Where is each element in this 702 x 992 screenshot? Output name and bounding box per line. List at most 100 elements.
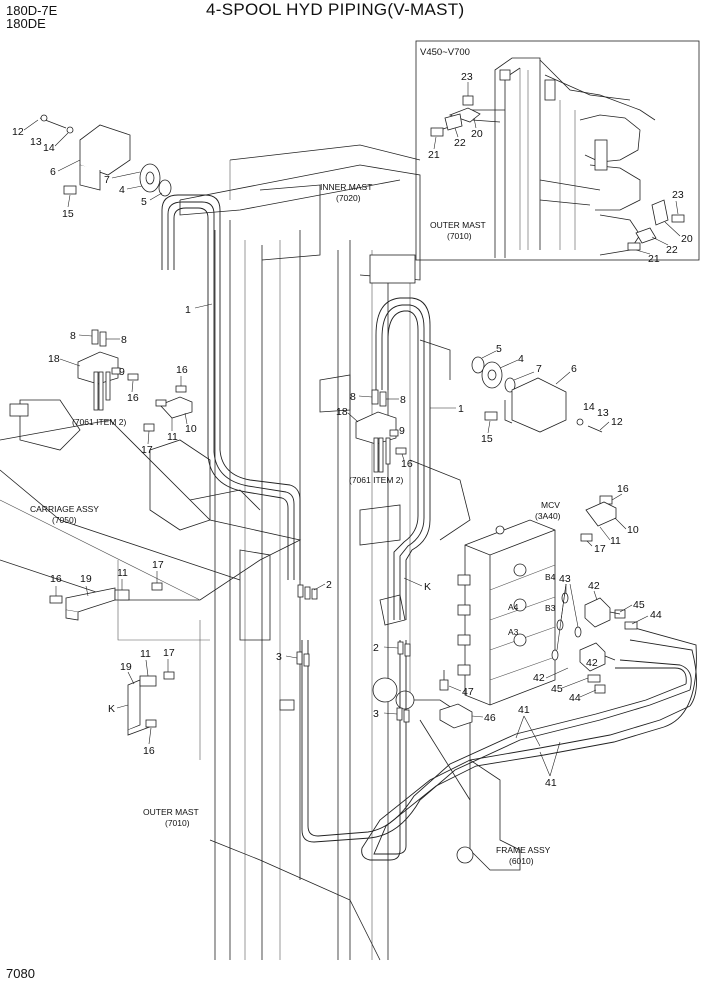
- part-number: 15: [481, 433, 493, 445]
- port-label-a3: A3: [508, 627, 519, 637]
- carriage-label: CARRIAGE ASSY: [30, 504, 99, 514]
- fitting-group-left: [77, 329, 193, 432]
- inset-mast-drawing: [439, 57, 656, 258]
- part-number: 2: [326, 579, 332, 591]
- part-number: 41: [545, 777, 557, 789]
- part-number: 42: [586, 657, 598, 669]
- part-number: 18: [336, 406, 348, 418]
- part-number: 45: [633, 599, 645, 611]
- mcv-fittings: [579, 597, 638, 694]
- fitting-3-left: [296, 651, 310, 667]
- part-number: 43: [559, 573, 571, 585]
- part-number: 41: [518, 704, 530, 716]
- part-number: 17: [594, 543, 606, 555]
- item-ref-right: (7061 ITEM 2): [349, 475, 403, 485]
- part-number: 4: [119, 184, 125, 196]
- carriage-code: (7050): [52, 515, 77, 525]
- part-number: 4: [518, 353, 524, 365]
- part-number: 17: [163, 647, 175, 659]
- part-number: 7: [104, 174, 110, 186]
- part-number: 11: [140, 648, 151, 660]
- part-number: 6: [571, 363, 577, 375]
- model-line-1: 180D-7E: [6, 3, 58, 18]
- part-number: 8: [121, 334, 127, 346]
- part-number: 13: [597, 407, 609, 419]
- part-number: 11: [167, 431, 178, 443]
- part-number: 15: [62, 208, 74, 220]
- inset-clamp-upper: [430, 95, 481, 137]
- part-number: 14: [43, 142, 55, 154]
- part-number: 7: [536, 363, 542, 375]
- part-number: 21: [428, 149, 440, 161]
- fitting-47-46: [439, 670, 473, 729]
- part-number: 44: [650, 609, 662, 621]
- sheave-bracket-left: [39, 114, 172, 197]
- hose-assembly: [161, 194, 697, 861]
- part-number: 22: [666, 244, 678, 256]
- part-number: 44: [569, 692, 581, 704]
- fitting-3-right: [396, 707, 410, 723]
- mcv-label: MCV: [541, 500, 560, 510]
- part-number: 23: [461, 71, 473, 83]
- part-number: 21: [648, 253, 660, 265]
- part-number: 16: [176, 364, 188, 376]
- part-number: 22: [454, 137, 466, 149]
- part-number: 8: [70, 330, 76, 342]
- part-number: 16: [143, 745, 155, 757]
- part-number: 10: [185, 423, 197, 435]
- bracket-19-lower: [127, 671, 175, 736]
- part-number: 14: [583, 401, 595, 413]
- part-number: 5: [141, 196, 147, 208]
- model-line-2: 180DE: [6, 16, 46, 31]
- part-number: 8: [350, 391, 356, 403]
- port-label-a4: A4: [508, 602, 519, 612]
- part-number: 19: [120, 661, 132, 673]
- port-label-b3: B3: [545, 603, 556, 613]
- mcv-code: (3A40): [535, 511, 561, 521]
- part-number: 13: [30, 136, 42, 148]
- bracket-19-upper: [49, 582, 163, 621]
- view-k-marker-bottom: K: [108, 703, 115, 715]
- inset-title: V450~V700: [420, 47, 470, 58]
- outer-mast-label: OUTER MAST: [143, 807, 199, 817]
- part-number: 9: [119, 366, 125, 378]
- part-number: 11: [117, 567, 128, 579]
- frame-assy-label: FRAME ASSY: [496, 845, 551, 855]
- part-number: 9: [399, 425, 405, 437]
- inset-outer-mast-label: OUTER MAST: [430, 220, 486, 230]
- part-number: 47: [462, 686, 474, 698]
- part-number: 45: [551, 683, 563, 695]
- mcv-valve: B4 A4 B3 A3: [457, 519, 582, 706]
- part-number: 12: [611, 416, 623, 428]
- part-number: 1: [458, 403, 464, 415]
- inset-outer-mast-code: (7010): [447, 231, 472, 241]
- outer-mast-code: (7010): [165, 818, 190, 828]
- part-number: 23: [672, 189, 684, 201]
- item-ref-left: (7061 ITEM 2): [72, 417, 126, 427]
- part-number: 2: [373, 642, 379, 654]
- fitting-2-lower: [397, 641, 411, 657]
- view-k-marker-top: K: [424, 581, 431, 593]
- fitting-2-upper: [297, 584, 318, 600]
- part-number: 17: [141, 444, 153, 456]
- part-number: 20: [471, 128, 483, 140]
- part-number: 42: [533, 672, 545, 684]
- part-number: 3: [276, 651, 282, 663]
- page-number: 7080: [6, 966, 35, 981]
- part-number: 20: [681, 233, 693, 245]
- part-number: 16: [401, 458, 413, 470]
- part-number: 6: [50, 166, 56, 178]
- part-number: 42: [588, 580, 600, 592]
- port-label-b4: B4: [545, 572, 556, 582]
- inner-mast-code: (7020): [336, 193, 361, 203]
- part-number: 18: [48, 353, 60, 365]
- part-number: 16: [617, 483, 629, 495]
- part-number: 8: [400, 394, 406, 406]
- part-number: 11: [610, 535, 621, 547]
- part-number: 5: [496, 343, 502, 355]
- inset-clamp-lower: [627, 199, 685, 251]
- mast-structure: [0, 144, 521, 961]
- part-number: 12: [12, 126, 24, 138]
- sheave-bracket-right: [471, 356, 603, 433]
